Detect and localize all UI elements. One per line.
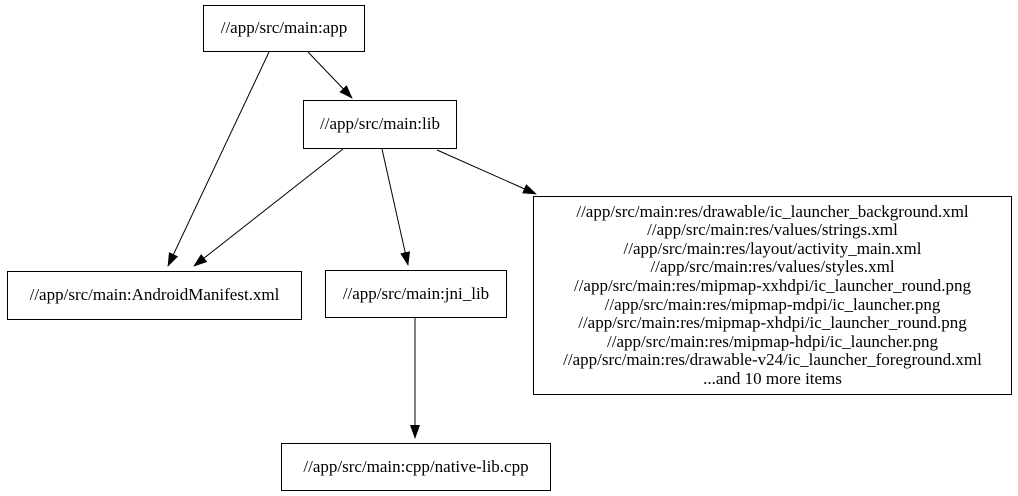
node-jni-lib: //app/src/main:jni_lib [325,270,507,318]
node-app-label: //app/src/main:app [220,18,348,38]
node-jni-lib-label: //app/src/main:jni_lib [342,283,490,303]
res-group-line: //app/src/main:res/mipmap-hdpi/ic_launch… [607,331,938,351]
edge-lib-to-manifest [193,148,344,267]
node-lib: //app/src/main:lib [303,100,457,149]
res-group-line: //app/src/main:res/drawable-v24/ic_launc… [563,350,982,370]
edge-app-to-manifest [167,51,270,267]
node-lib-label: //app/src/main:lib [320,114,440,134]
res-group-line: //app/src/main:res/mipmap-xxhdpi/ic_laun… [573,275,972,295]
res-group-line: //app/src/main:res/mipmap-xhdpi/ic_launc… [578,313,967,333]
edge-lib-to-res-group [436,149,537,195]
node-app: //app/src/main:app [203,5,365,52]
node-native-lib-cpp: //app/src/main:cpp/native-lib.cpp [281,443,551,491]
node-android-manifest: //app/src/main:AndroidManifest.xml [7,271,302,320]
res-group-line: //app/src/main:res/layout/activity_main.… [623,238,922,258]
res-group-line: //app/src/main:res/values/styles.xml [650,257,895,277]
edge-lib-to-jni-lib [381,148,411,266]
res-group-line: //app/src/main:res/mipmap-mdpi/ic_launch… [604,294,941,314]
res-group-line: //app/src/main:res/values/strings.xml [647,220,898,240]
node-res-group: //app/src/main:res/drawable/ic_launcher_… [533,196,1012,395]
edge-app-to-lib [307,51,353,99]
res-group-more-items: ...and 10 more items [703,368,842,388]
res-group-line: //app/src/main:res/drawable/ic_launcher_… [576,201,969,221]
node-native-lib-cpp-label: //app/src/main:cpp/native-lib.cpp [303,456,529,476]
node-android-manifest-label: //app/src/main:AndroidManifest.xml [29,285,280,305]
